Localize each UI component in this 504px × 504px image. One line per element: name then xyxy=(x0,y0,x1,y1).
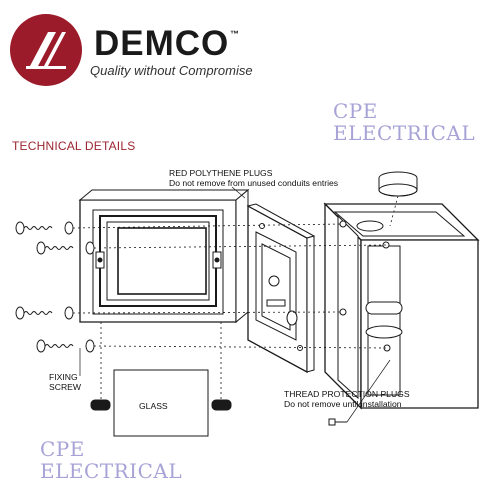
brand-trademark: ™ xyxy=(230,29,239,39)
fixing-screw-label-2: SCREW xyxy=(49,382,81,392)
thread-plugs-title: THREAD PROTECTION PLUGS xyxy=(284,389,410,399)
back-box xyxy=(323,202,480,410)
fixing-screws xyxy=(15,221,95,353)
leader-lines xyxy=(79,186,246,376)
thread-protection-plug xyxy=(328,359,391,426)
hinged-plate xyxy=(246,203,316,374)
polythene-plug xyxy=(378,171,418,197)
watermark-top-line1: CPE xyxy=(333,99,378,123)
section-title: TECHNICAL DETAILS xyxy=(12,139,136,153)
brand-tagline: Quality without Compromise xyxy=(90,63,253,78)
demco-logo-mark xyxy=(10,14,82,86)
watermark-top-line2: ELECTRICAL xyxy=(333,121,476,145)
glass-pane xyxy=(90,369,232,437)
front-cover xyxy=(78,188,250,324)
alignment-lines xyxy=(72,195,399,400)
plugs-note: Do not remove from unused conduits entri… xyxy=(169,178,339,188)
glass-label: GLASS xyxy=(139,401,168,411)
fixing-screw-label-1: FIXING xyxy=(49,372,78,382)
watermark-bottom-line2: ELECTRICAL xyxy=(40,459,183,483)
watermark-bottom-line1: CPE xyxy=(40,437,85,461)
thread-plugs-note: Do not remove until installation xyxy=(284,399,402,409)
plugs-title: RED POLYTHENE PLUGS xyxy=(169,168,273,178)
brand-name: DEMCO xyxy=(94,24,230,63)
